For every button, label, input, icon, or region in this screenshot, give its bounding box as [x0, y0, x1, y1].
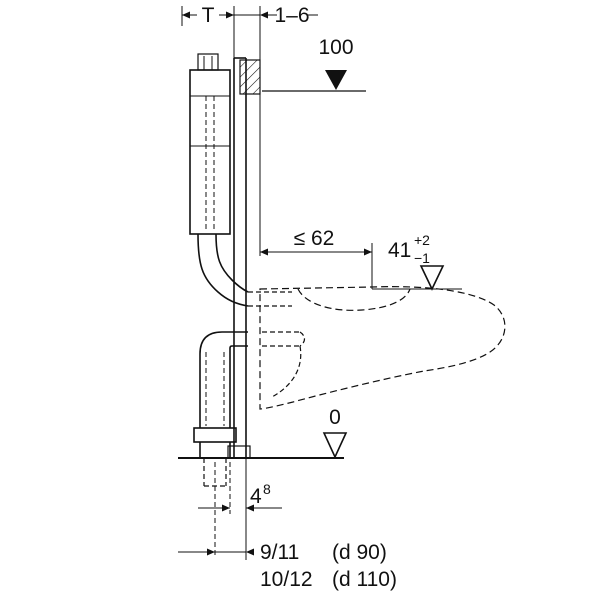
dimension-drain-offset: 9/11 (d 90) 10/12 (d 110) — [178, 462, 397, 591]
flush-bend — [197, 233, 292, 307]
dimension-frame-depth: T — [181, 4, 235, 58]
level-triangle-filled — [325, 70, 347, 90]
outreach-label: ≤ 62 — [294, 227, 335, 250]
level-marker-0: 0 — [322, 406, 348, 459]
arrowhead — [246, 504, 254, 512]
drain-bend-inner — [229, 345, 248, 428]
bowl-height-tolerance-minus: −1 — [414, 250, 430, 266]
drain-pipe — [193, 331, 248, 487]
arrowhead — [226, 11, 234, 19]
frame-depth-label: T — [202, 4, 215, 27]
wall-range-label: 1–6 — [274, 4, 309, 27]
bowl-outer-profile — [259, 286, 506, 410]
flush-bend-inner — [215, 233, 249, 293]
arrowhead — [260, 248, 268, 256]
arrowhead — [260, 11, 268, 19]
bowl-trap-hidden — [271, 345, 302, 398]
bowl-rim-inner — [297, 288, 411, 311]
level-triangle-open — [322, 432, 348, 459]
dimension-pipe-offset: 4 8 — [198, 458, 282, 560]
bowl-height-tolerance-plus: +2 — [414, 232, 430, 248]
dimension-wall-range: 1–6 — [234, 4, 318, 256]
actuator-housing — [197, 53, 219, 71]
top-height-label: 100 — [318, 36, 353, 59]
arrowhead — [246, 548, 254, 556]
level-marker-41: 41 +2 −1 — [372, 232, 462, 291]
arrowhead — [207, 548, 215, 556]
offset-alt-label: 8 — [263, 481, 271, 497]
arrowhead — [364, 248, 372, 256]
drain-d90-value: 9/11 — [260, 541, 299, 564]
offset-label: 4 — [250, 485, 262, 508]
drain-bend-outer — [199, 331, 248, 428]
drain-d90-note: (d 90) — [332, 541, 387, 564]
arrowhead — [222, 504, 230, 512]
arrowhead — [182, 11, 190, 19]
cistern-body — [189, 69, 231, 235]
level-triangle-open — [419, 265, 445, 291]
cistern — [189, 53, 231, 235]
drain-d110-value: 10/12 — [260, 568, 313, 591]
level-marker-100: 100 — [262, 36, 366, 92]
bowl-outlet-cap — [299, 331, 306, 347]
flush-bend-outer — [197, 233, 249, 307]
drain-flange — [193, 427, 237, 443]
toilet-bowl-outline — [259, 286, 506, 410]
bowl-height-label: 41 — [388, 239, 411, 262]
mounting-frame — [227, 57, 251, 459]
drain-d110-note: (d 110) — [332, 568, 397, 591]
wall-section-hatch — [239, 59, 261, 95]
floor-level-label: 0 — [329, 406, 341, 429]
dimension-outreach: ≤ 62 — [260, 227, 373, 289]
